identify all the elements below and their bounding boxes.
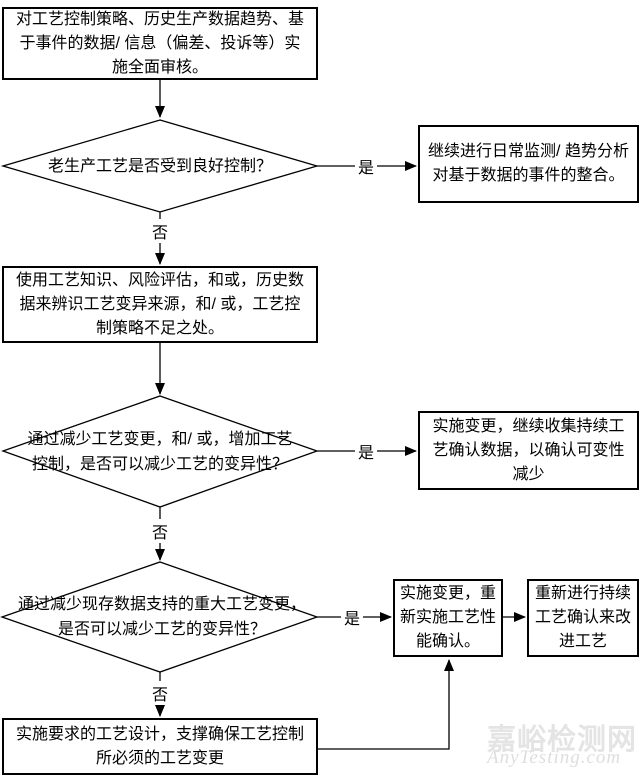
node-rerun-cpv-box: 重新进行持续 工艺确认来改 进工艺: [527, 579, 639, 657]
watermark-anytesting: AnyTesting.com: [487, 747, 622, 768]
node-audit-box: 对工艺控制策略、历史生产数据趋势、基 于事件的数据/ 信息（偏差、投诉等）实 施…: [2, 7, 318, 80]
edge-label-no-3: 否: [148, 681, 172, 705]
edge-label-yes-2: 是: [354, 439, 378, 463]
node-continue-monitoring-box: 继续进行日常监测/ 趋势分析 对基于数据的事件的整合。: [418, 125, 639, 203]
decision-3-text: 通过减少现存数据支持的重大工艺变更， 是否可以减少工艺的变异性？: [17, 596, 306, 638]
node-implement-ppq-box: 实施变更，重 新实施工艺性 能确认。: [393, 579, 503, 657]
node-identify-variability-box: 使用工艺知识、风险评估，和或，历史数 据来辨识工艺变异来源，和/ 或，工艺控 制…: [2, 266, 318, 343]
edge-design-to-ppq: [318, 659, 454, 750]
decision-2-text: 通过减少工艺变更，和/ 或，增加工艺 控制，是否可以减少工艺的变异性？: [27, 430, 293, 473]
watermark-chinese: 嘉峪检测网: [487, 724, 638, 756]
edge-label-no-2: 否: [148, 519, 172, 543]
edge-label-yes-3: 是: [340, 605, 364, 629]
edge-label-no-1: 否: [148, 219, 172, 243]
edge-label-yes-1: 是: [354, 154, 378, 178]
decision-1-text: 老生产工艺是否受到良好控制？: [47, 157, 272, 175]
node-process-design-box: 实施要求的工艺设计，支撑确保工艺控制 所必须的工艺变更: [2, 718, 318, 775]
node-implement-collect-box: 实施变更，继续收集持续工 艺确认数据，以确认可变性 减少: [418, 411, 639, 490]
